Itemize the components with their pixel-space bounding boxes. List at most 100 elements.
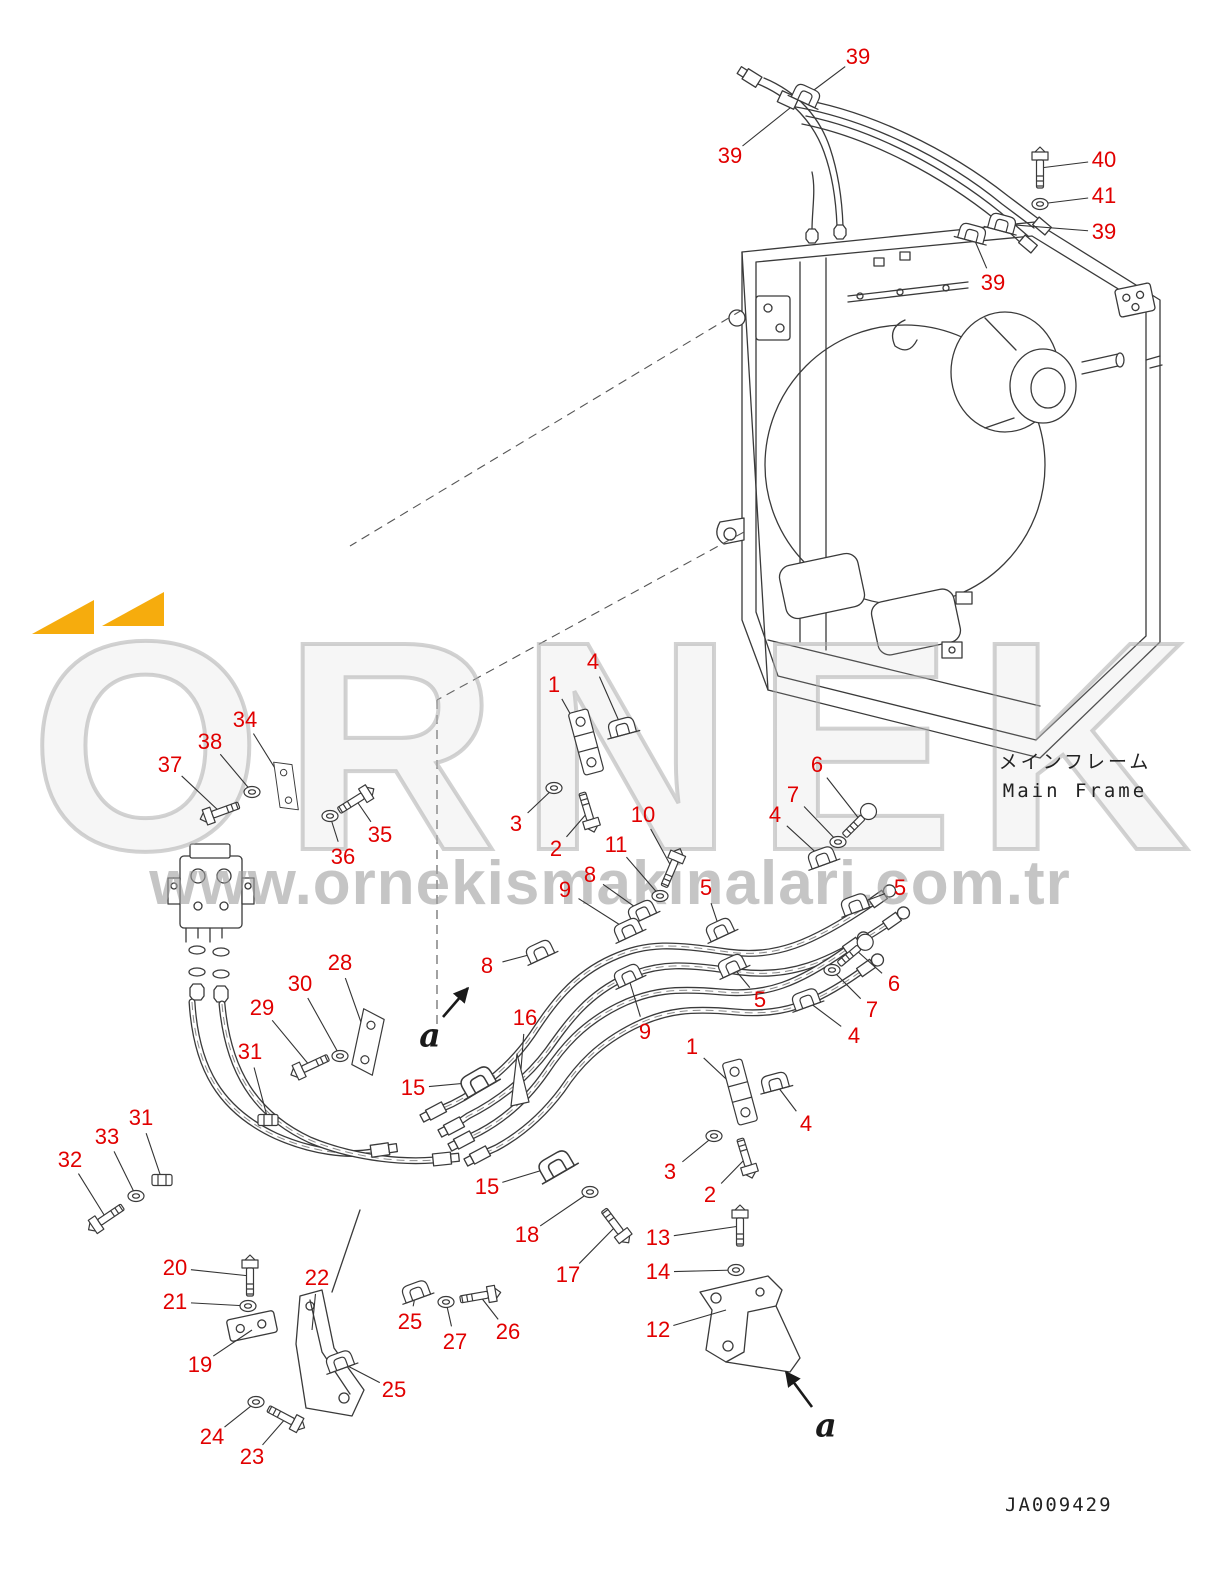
leader-line bbox=[855, 949, 883, 974]
part-clamp bbox=[608, 960, 647, 991]
callout-18: 18 bbox=[514, 1222, 540, 1247]
leader-line bbox=[355, 799, 372, 823]
leader-line bbox=[566, 811, 589, 838]
callout-12: 12 bbox=[645, 1317, 671, 1342]
callout-11: 11 bbox=[604, 832, 628, 857]
callout-26: 26 bbox=[495, 1319, 521, 1344]
callout-39: 39 bbox=[1091, 219, 1117, 244]
part-bolt bbox=[458, 1283, 503, 1308]
callout-31: 31 bbox=[237, 1039, 263, 1064]
callout-5: 5 bbox=[699, 875, 713, 900]
part-washer bbox=[727, 1263, 745, 1277]
projection-lines bbox=[349, 309, 745, 1032]
part-clamp bbox=[531, 1144, 580, 1185]
part-clamp bbox=[520, 936, 559, 967]
part-washer bbox=[581, 1185, 599, 1199]
part-washer bbox=[247, 1395, 265, 1409]
callout-15: 15 bbox=[474, 1174, 500, 1199]
part-clamp bbox=[787, 80, 826, 111]
callout-25: 25 bbox=[381, 1377, 407, 1402]
part-clamp bbox=[396, 1277, 435, 1305]
leader-line bbox=[212, 1329, 253, 1357]
top-tube-assembly bbox=[736, 66, 1052, 254]
callout-6: 6 bbox=[810, 752, 824, 777]
part-clamp bbox=[755, 1069, 794, 1095]
callout-4: 4 bbox=[799, 1111, 813, 1136]
callout-23: 23 bbox=[239, 1444, 265, 1469]
callout-7: 7 bbox=[786, 782, 800, 807]
callout-1: 1 bbox=[547, 672, 561, 697]
leader-line bbox=[826, 777, 861, 821]
callout-19: 19 bbox=[187, 1352, 213, 1377]
main-frame-outline bbox=[716, 221, 1163, 759]
callout-9: 9 bbox=[638, 1019, 652, 1044]
leader-line bbox=[307, 997, 341, 1057]
part-washer bbox=[331, 1049, 349, 1063]
part-clip bbox=[151, 1173, 173, 1187]
view-label-a: a bbox=[815, 1405, 837, 1445]
callout-22: 22 bbox=[304, 1265, 330, 1290]
part-washer bbox=[823, 963, 841, 977]
callout-32: 32 bbox=[57, 1147, 83, 1172]
callout-4: 4 bbox=[586, 649, 600, 674]
leader-line bbox=[626, 856, 661, 897]
leader-line bbox=[539, 1191, 591, 1227]
view-arrow-icon bbox=[784, 1370, 814, 1408]
leader-line bbox=[190, 1269, 251, 1277]
leader-line bbox=[145, 1132, 163, 1181]
callout-8: 8 bbox=[583, 862, 597, 887]
part-ballbolt bbox=[838, 799, 881, 842]
callout-24: 24 bbox=[199, 1424, 225, 1449]
leader-line bbox=[113, 1151, 137, 1197]
callout-17: 17 bbox=[555, 1262, 581, 1287]
part-clamp bbox=[786, 985, 825, 1013]
part-clip bbox=[257, 1113, 279, 1127]
leader-line bbox=[578, 1225, 617, 1264]
part-bolt bbox=[263, 1400, 309, 1436]
drawing-number: JA009429 bbox=[1005, 1494, 1113, 1516]
callout-7: 7 bbox=[865, 997, 879, 1022]
callout-35: 35 bbox=[367, 822, 393, 847]
leader-line bbox=[650, 828, 673, 869]
part-washer bbox=[545, 781, 563, 795]
callout-20: 20 bbox=[162, 1255, 188, 1280]
part-washer bbox=[243, 785, 261, 799]
leader-line bbox=[720, 1157, 747, 1184]
leader-line bbox=[262, 1417, 287, 1446]
frame-caption-en: Main Frame bbox=[1002, 780, 1148, 803]
callout-27: 27 bbox=[442, 1329, 468, 1354]
leader-line bbox=[673, 1309, 727, 1327]
part-plate bbox=[350, 1007, 386, 1077]
leader-line bbox=[77, 1173, 107, 1219]
callout-28: 28 bbox=[327, 950, 353, 975]
part-wedge bbox=[510, 1053, 530, 1107]
callout-16: 16 bbox=[512, 1005, 538, 1030]
callout-3: 3 bbox=[663, 1159, 677, 1184]
callout-4: 4 bbox=[847, 1023, 861, 1048]
callout-37: 37 bbox=[157, 752, 183, 777]
part-clamp bbox=[712, 950, 751, 981]
callout-1: 1 bbox=[685, 1034, 699, 1059]
part-washer bbox=[321, 809, 339, 823]
callout-40: 40 bbox=[1091, 147, 1117, 172]
leader-line bbox=[479, 1295, 499, 1320]
leader-line bbox=[190, 1302, 249, 1307]
frame-caption: メインフレーム Main Frame bbox=[950, 748, 1200, 807]
leader-line bbox=[181, 775, 221, 813]
part-clamp bbox=[700, 914, 739, 945]
bracket-12 bbox=[699, 1275, 801, 1373]
callout-31: 31 bbox=[128, 1105, 154, 1130]
view-label-a: a bbox=[419, 1015, 441, 1055]
callout-38: 38 bbox=[197, 729, 223, 754]
part-bolt bbox=[731, 1135, 761, 1182]
callout-13: 13 bbox=[645, 1225, 671, 1250]
callout-14: 14 bbox=[645, 1259, 671, 1284]
callout-2: 2 bbox=[703, 1182, 717, 1207]
callout-3: 3 bbox=[509, 811, 523, 836]
leader-line bbox=[1039, 161, 1089, 169]
part-ballbolt bbox=[833, 930, 878, 971]
view-arrow-icon bbox=[442, 986, 470, 1018]
